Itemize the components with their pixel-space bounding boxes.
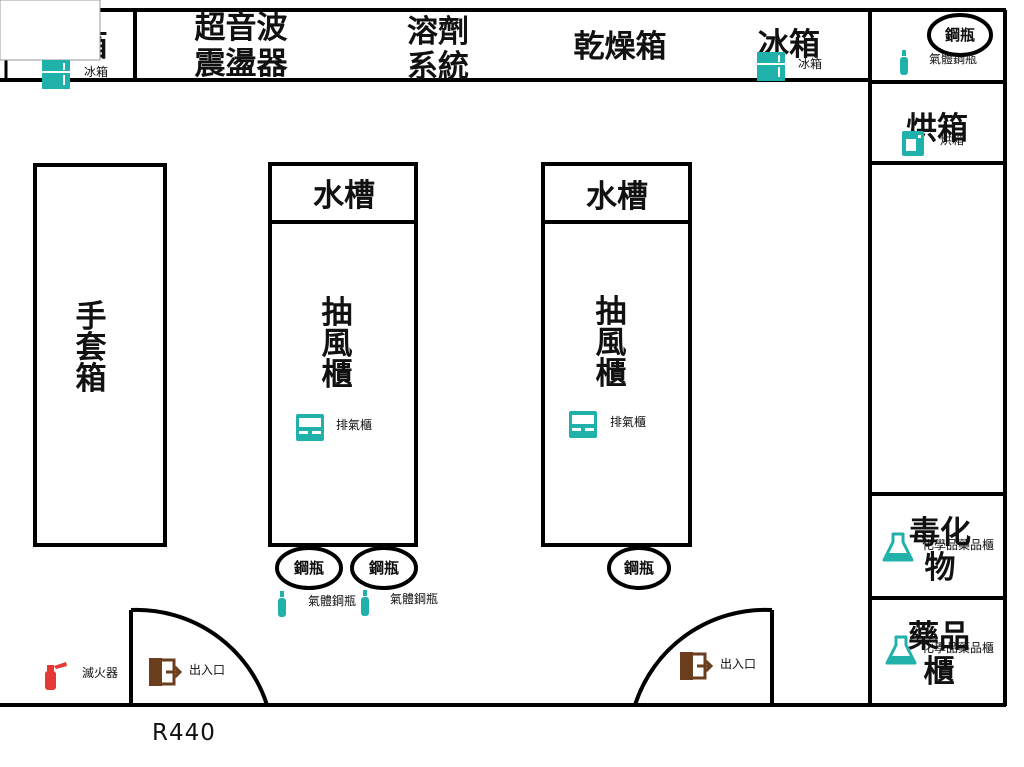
door-left	[129, 607, 269, 706]
cylinder-oval	[927, 13, 993, 57]
sink-2-label: 水槽	[586, 179, 648, 215]
solvent-label-1: 溶劑	[407, 14, 469, 50]
exit-door-icon	[149, 658, 183, 686]
room-code: R440	[152, 720, 216, 746]
fume-hood-icon-label: 排氣櫃	[610, 415, 646, 429]
solvent-label-2: 系統	[407, 49, 469, 85]
hood-1-label-2: 風	[322, 326, 353, 362]
cylinder-oval-label: 鋼瓶	[293, 559, 324, 577]
oven-icon-label: 烘箱	[940, 132, 964, 147]
exit-door-icon	[680, 652, 714, 680]
fridge-icon	[757, 52, 785, 81]
gas-cylinder-icon-label: 氣體鋼瓶	[308, 594, 356, 608]
cylinder-oval-label: 鋼瓶	[368, 559, 399, 577]
sink-1-label: 水槽	[313, 178, 375, 214]
fume-hood-icon	[569, 411, 597, 438]
flask-icon	[885, 635, 917, 665]
exit-door-icon-label: 出入口	[720, 657, 756, 671]
fume-hood-icon	[296, 414, 324, 441]
gas-cylinder-icon	[900, 50, 908, 75]
glovebox-label-2: 套	[76, 330, 107, 366]
fridge-icon-label: 冰箱	[84, 64, 108, 79]
flask-icon	[882, 532, 914, 562]
exit-door-icon-label: 出入口	[189, 663, 225, 677]
fire-extinguisher-icon	[45, 662, 67, 690]
hood-2-label-3: 櫃	[596, 356, 627, 392]
fridge-icon	[42, 60, 70, 89]
fume-hood-1	[268, 162, 418, 547]
flask-icon-label: 化學品藥品櫃	[922, 538, 994, 552]
fume-hood-2	[541, 162, 692, 547]
dryer-label: 乾燥箱	[574, 29, 667, 65]
glovebox	[33, 163, 167, 547]
door-right	[633, 607, 774, 706]
gas-cylinder-icon-label: 氣體鋼瓶	[390, 592, 438, 606]
gas-cylinder-icon	[361, 590, 369, 616]
glovebox-label-3: 箱	[76, 361, 107, 397]
cylinder-oval-label: 鋼瓶	[623, 559, 654, 577]
white-overlay-box	[0, 0, 101, 61]
ultrasonic-label-2: 震盪器	[195, 46, 289, 82]
fridge-icon-label: 冰箱	[798, 56, 822, 71]
hood-2-label-2: 風	[596, 325, 627, 361]
fire-extinguisher-icon-label: 滅火器	[82, 666, 118, 680]
flask-icon-label: 化學品藥品櫃	[922, 641, 994, 655]
chem-cabinet-label-2: 櫃	[924, 654, 955, 690]
ultrasonic-label-1: 超音波	[195, 10, 288, 46]
gas-cylinder-icon	[278, 591, 286, 617]
hood-2-label-1: 抽	[596, 294, 627, 330]
gas-cylinder-icon-label: 氣體鋼瓶	[929, 52, 977, 66]
glovebox-label-1: 手	[76, 299, 107, 335]
cylinder-oval	[350, 546, 418, 590]
fume-hood-icon-label: 排氣櫃	[336, 418, 372, 432]
toxic-label-2: 物	[925, 550, 956, 586]
cylinder-oval	[607, 546, 671, 590]
hood-1-label-3: 櫃	[322, 357, 353, 393]
chem-cabinet-label-1: 藥品	[908, 619, 970, 655]
oven-icon	[902, 131, 924, 156]
cylinder-oval-label: 鋼瓶	[944, 26, 975, 44]
walls	[0, 8, 1007, 707]
hood-1-label-1: 抽	[322, 295, 353, 331]
toxic-label-1: 毒化	[909, 515, 971, 551]
cylinder-oval	[275, 546, 343, 590]
